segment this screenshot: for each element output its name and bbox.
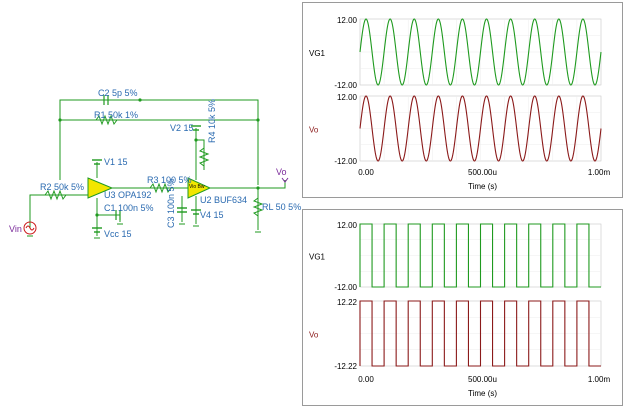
label-vcc: Vcc 15 bbox=[104, 229, 132, 239]
label-v2: V2 15 bbox=[170, 123, 194, 133]
label-r1: R1 50k 1% bbox=[94, 110, 139, 120]
label-c1: C1 100n 5% bbox=[104, 203, 154, 213]
series-label-vg1: VG1 bbox=[309, 253, 326, 262]
label-u3: U3 OPA192 bbox=[104, 190, 152, 200]
label-v4: V4 15 bbox=[200, 210, 224, 220]
series-label-vg1: VG1 bbox=[309, 49, 326, 58]
opamp-u3-symbol bbox=[87, 177, 114, 199]
xtick-label: 0.00 bbox=[358, 375, 374, 384]
label-r2: R2 50k 5% bbox=[40, 182, 85, 192]
series-line-vo bbox=[359, 95, 602, 162]
label-c3: C3 100n 5% bbox=[166, 178, 176, 228]
series-label-vo: Vo bbox=[309, 331, 319, 340]
label-rl: RL 50 5% bbox=[262, 202, 302, 212]
buffer-u2-symbol bbox=[187, 177, 212, 199]
label-r3: R3 100 5% bbox=[147, 175, 192, 185]
circuit-schematic bbox=[23, 95, 289, 239]
xtick-label: 500.00u bbox=[468, 375, 497, 384]
ytick-label: -12.00 bbox=[334, 283, 357, 292]
label-u2: U2 BUF634 bbox=[200, 195, 248, 205]
label-vin: Vin bbox=[9, 224, 22, 234]
x-axis-label: Time (s) bbox=[468, 182, 497, 191]
series-line-vo bbox=[359, 300, 601, 367]
series-line-vg1 bbox=[359, 223, 601, 288]
ytick-label: -12.00 bbox=[334, 157, 357, 166]
series-line-vg1 bbox=[359, 18, 602, 86]
label-c2: C2 5p 5% bbox=[98, 88, 138, 98]
ytick-label: 12.22 bbox=[337, 298, 358, 307]
ytick-label: 12.00 bbox=[337, 93, 358, 102]
label-u2-pins: Vio Bw bbox=[189, 184, 205, 190]
square-plot: 12.00 -12.00 VG1 12.22 -12.22 Vo 0.00 500.00u 1.… bbox=[309, 221, 611, 398]
ytick-label: 12.00 bbox=[337, 221, 358, 230]
xtick-label: 0.00 bbox=[358, 168, 374, 177]
xtick-label: 1.00m bbox=[588, 168, 611, 177]
label-r4: R4 10k 5% bbox=[207, 98, 217, 143]
xtick-label: 500.00u bbox=[468, 168, 497, 177]
ytick-label: -12.22 bbox=[334, 362, 357, 371]
chart-panel-square: 12.00 -12.00 VG1 12.22 -12.22 Vo 0.00 500.00u 1.… bbox=[302, 209, 623, 406]
ytick-label: 12.00 bbox=[337, 16, 358, 25]
x-axis-label: Time (s) bbox=[468, 389, 497, 398]
series-label-vo: Vo bbox=[309, 126, 319, 135]
xtick-label: 1.00m bbox=[588, 375, 611, 384]
label-v1: V1 15 bbox=[104, 157, 128, 167]
ytick-label: -12.00 bbox=[334, 81, 357, 90]
label-vo: Vo bbox=[276, 167, 287, 177]
